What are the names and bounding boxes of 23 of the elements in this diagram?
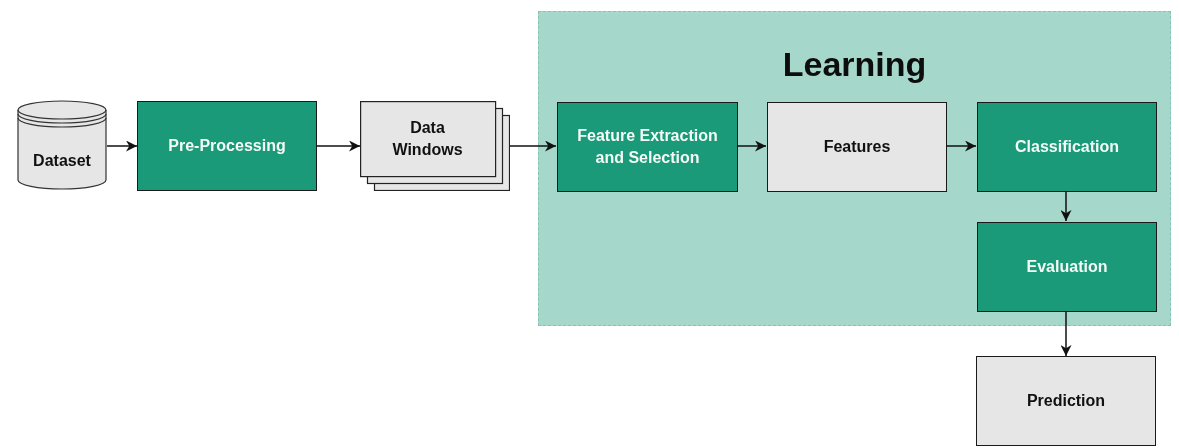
box-label: Feature Extraction and Selection [576,126,719,168]
box-label: Features [823,137,891,158]
arrow [316,140,361,152]
box-label: Evaluation [1026,257,1108,278]
arrow [736,140,767,152]
arrow [1060,190,1072,222]
arrow [509,140,557,152]
arrow [106,140,138,152]
process-box [137,101,317,191]
box-label: Prediction [1026,391,1106,412]
process-box [976,356,1156,446]
process-box [767,102,947,192]
process-box [977,222,1157,312]
node-label: Data Windows [391,117,464,160]
arrow [945,140,977,152]
group-title: Learning [782,44,927,85]
box-label: Pre-Processing [168,136,286,157]
box-label: Classification [1015,137,1119,158]
process-box [557,102,738,192]
arrow [1060,310,1072,357]
node-label: Dataset [33,150,91,171]
process-box [977,102,1157,192]
group-container [538,11,1171,326]
